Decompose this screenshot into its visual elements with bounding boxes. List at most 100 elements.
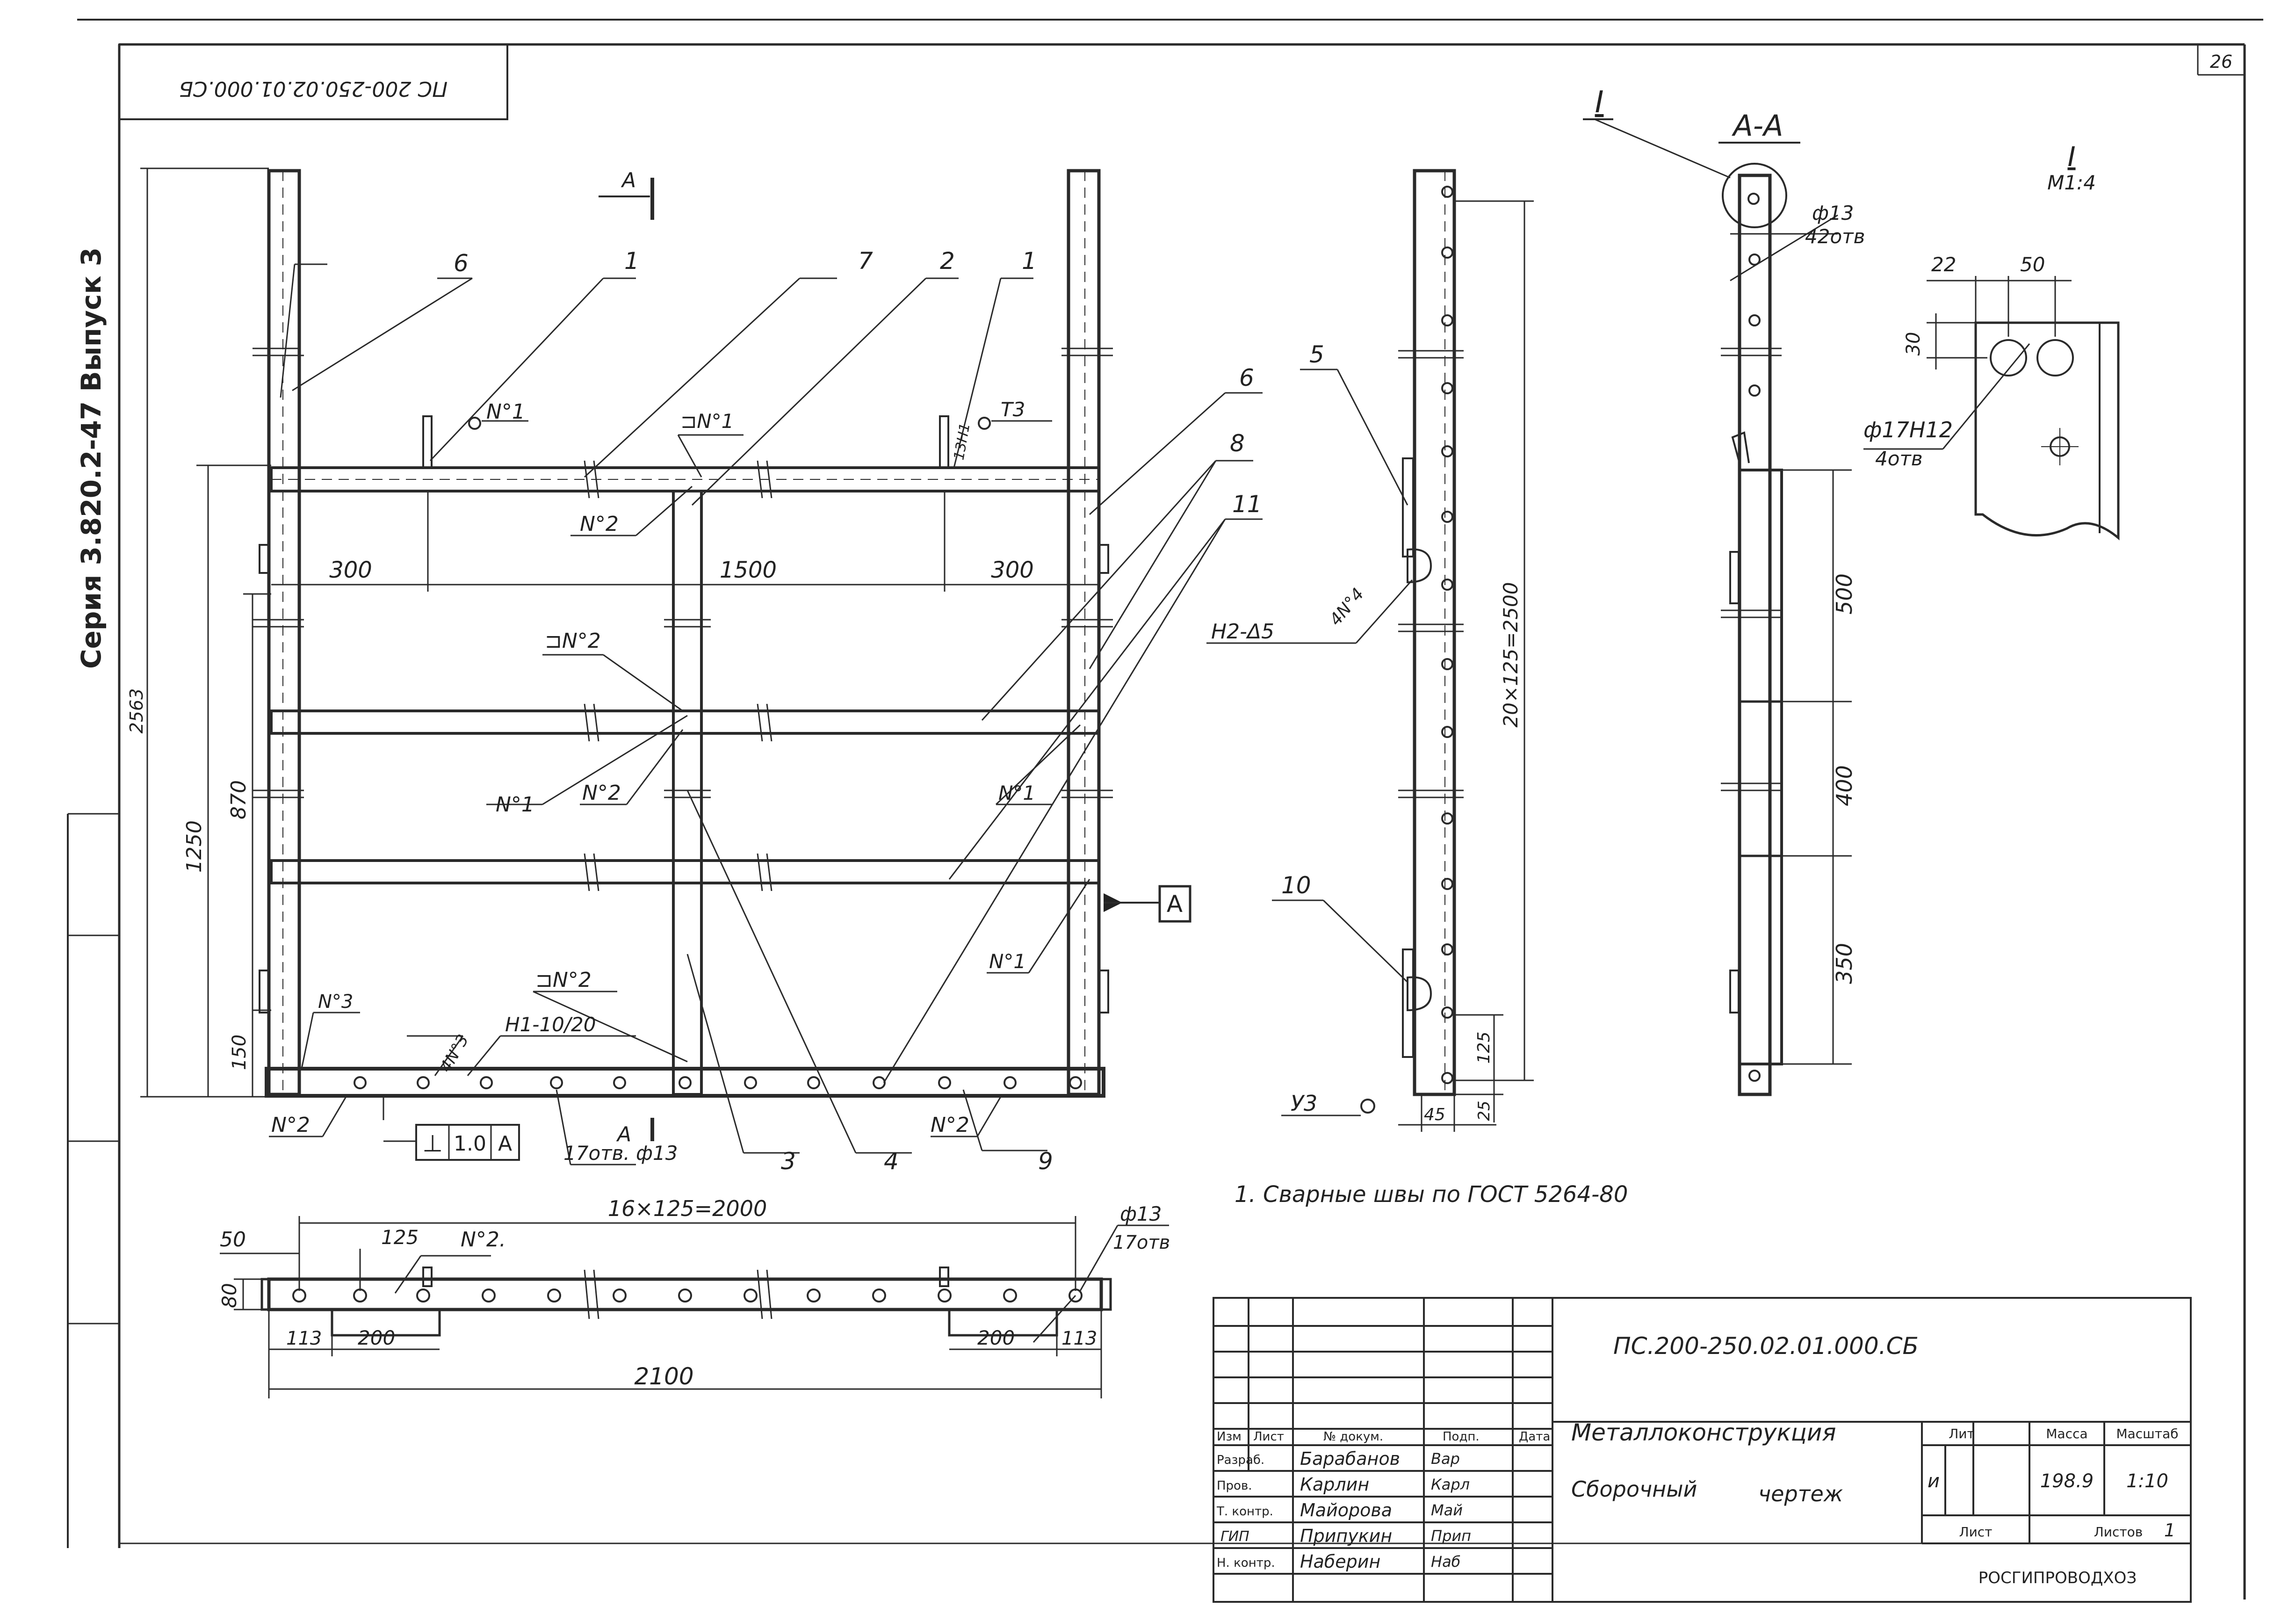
title-name: Металлоконструкция [1571, 1419, 1836, 1446]
detail-view [1863, 276, 2120, 541]
row-sign-2: Карл [1431, 1476, 1470, 1493]
callout-3: 3 [781, 1148, 796, 1175]
col-list: Лист [1253, 1430, 1284, 1444]
row-role-2: Пров. [1217, 1479, 1252, 1493]
weld-leaders [269, 417, 1090, 1165]
col-doc: № докум. [1323, 1430, 1383, 1444]
dim-bottom-80: 80 [218, 1283, 241, 1308]
front-dimensions [140, 167, 1099, 1098]
series-label: Серия 3.820.2-47 Выпуск 3 [75, 247, 107, 669]
plan-weld-n2: N°2. [461, 1228, 506, 1252]
plan-dimensions [220, 1216, 1169, 1398]
weld-n1-weld: 13Н1 [951, 422, 973, 462]
callout-4: 4 [884, 1148, 899, 1175]
datum-letter: А [1167, 890, 1183, 918]
callout-1a: 1 [624, 247, 639, 275]
welding-note: 1. Сварные швы по ГОСТ 5264-80 [1235, 1181, 1628, 1208]
row-sign-1: Вар [1431, 1450, 1460, 1468]
tolerance-frame [415, 1124, 520, 1161]
title-code: ПС.200-250.02.01.000.СБ [1613, 1332, 1919, 1360]
dim-detail-30: 30 [1903, 332, 1924, 356]
front-view: А А А [253, 168, 1191, 1146]
col-izm: Изм [1217, 1430, 1242, 1444]
detail-hole-dia: ф17Н12 [1863, 417, 1953, 442]
dim-side-pitch: 20×125=2500 [1499, 582, 1522, 728]
col-sign: Подп. [1443, 1430, 1480, 1444]
sheet-number: 26 [2210, 51, 2232, 72]
dim-350: 350 [1832, 943, 1857, 984]
weld-n1-mid-right: N°1 [998, 782, 1035, 804]
dim-detail-50: 50 [2020, 253, 2045, 276]
weld-u3: У3 [1291, 1091, 1317, 1116]
section-dimensions [1777, 469, 1852, 1065]
weld-h1: Н1-10/20 [505, 1013, 596, 1036]
sheets-value: 1 [2164, 1520, 2175, 1541]
callout-5: 5 [1309, 341, 1324, 368]
dim-1500: 1500 [720, 557, 777, 583]
tolerance-value: 1.0 [454, 1132, 486, 1156]
weld-h2: Н2-Δ5 [1211, 620, 1274, 644]
row-role-5: Н. контр. [1217, 1556, 1275, 1570]
sheets-label: Листов [2094, 1524, 2143, 1540]
row-name-2: Карлин [1300, 1474, 1369, 1495]
dim-500: 500 [1832, 573, 1857, 615]
callout-11: 11 [1232, 491, 1262, 518]
weld-t3: Т3 [1001, 398, 1025, 421]
callout-8: 8 [1230, 430, 1245, 457]
dim-25: 25 [1475, 1100, 1494, 1121]
dim-bottom-pitch: 16×125=2000 [608, 1196, 767, 1221]
dim-2563: 2563 [126, 688, 147, 734]
mass-label: Масса [2046, 1426, 2087, 1441]
dim-bottom-113-left: 113 [286, 1328, 322, 1349]
sheet-label: Лист [1959, 1524, 1993, 1540]
row-name-5: Наберин [1300, 1551, 1380, 1572]
callout-9: 9 [1038, 1148, 1053, 1175]
tolerance-datum: А [498, 1132, 512, 1156]
title-block [1213, 1297, 2192, 1603]
weld-n1-left: N°1 [496, 793, 534, 817]
datum-box [1158, 885, 1191, 923]
mass-value: 198.9 [2040, 1470, 2094, 1492]
callout-2: 2 [940, 247, 955, 275]
dim-bottom-113-right: 113 [1061, 1328, 1097, 1349]
weld-n1-right: N°1 [989, 950, 1026, 973]
weld-n2-bracket-b: ⊐N°2 [535, 968, 592, 992]
section-arrow-top: А [621, 168, 636, 192]
row-name-1: Барабанов [1300, 1448, 1400, 1469]
dim-400: 400 [1832, 765, 1857, 806]
callout-6b: 6 [1239, 364, 1254, 391]
detail-hole-count: 4отв [1875, 447, 1923, 470]
scale-label: Масштаб [2116, 1426, 2178, 1441]
callout-7: 7 [858, 247, 873, 275]
weld-n1-bracket: ⊐N°1 [680, 410, 734, 433]
title-subtitle-2: чертеж [1758, 1481, 1843, 1506]
weld-n2-bottom-left: N°2 [271, 1113, 310, 1137]
weld-n4: 4N°4 [1326, 585, 1368, 630]
row-name-3: Майорова [1300, 1500, 1392, 1520]
plan-hole-count: 17отв [1113, 1232, 1170, 1253]
dim-detail-22: 22 [1931, 253, 1956, 276]
callout-10: 10 [1281, 872, 1311, 899]
callout-1b: 1 [1022, 247, 1037, 275]
stamp-code: ПС 200-250.02.01.000.СБ [179, 77, 448, 101]
section-hole-count: 42отв [1805, 225, 1865, 248]
organization: РОСГИПРОВОДХОЗ [1978, 1569, 2137, 1587]
weld-n1-top: N°1 [486, 400, 525, 424]
section-hole-dia: ф13 [1812, 202, 1854, 224]
dim-bottom-125: 125 [381, 1226, 419, 1249]
dim-1250: 1250 [182, 820, 206, 873]
lit-label: Лит [1949, 1426, 1975, 1441]
weld-n2-bottom-right: N°2 [931, 1113, 969, 1137]
side-dimensions [1206, 200, 1534, 1132]
detail-marker: I [1595, 85, 1604, 120]
row-sign-5: Наб [1431, 1553, 1460, 1571]
weld-n2-top: N°2 [580, 512, 619, 536]
title-subtitle: Сборочный [1571, 1477, 1697, 1502]
stamp-box [118, 43, 508, 120]
side-view [1360, 169, 1464, 1114]
row-role-3: Т. контр. [1216, 1505, 1273, 1519]
dim-bottom-50: 50 [220, 1228, 246, 1252]
section-arrow-bottom: А [616, 1122, 631, 1146]
dim-300-right: 300 [991, 557, 1034, 583]
